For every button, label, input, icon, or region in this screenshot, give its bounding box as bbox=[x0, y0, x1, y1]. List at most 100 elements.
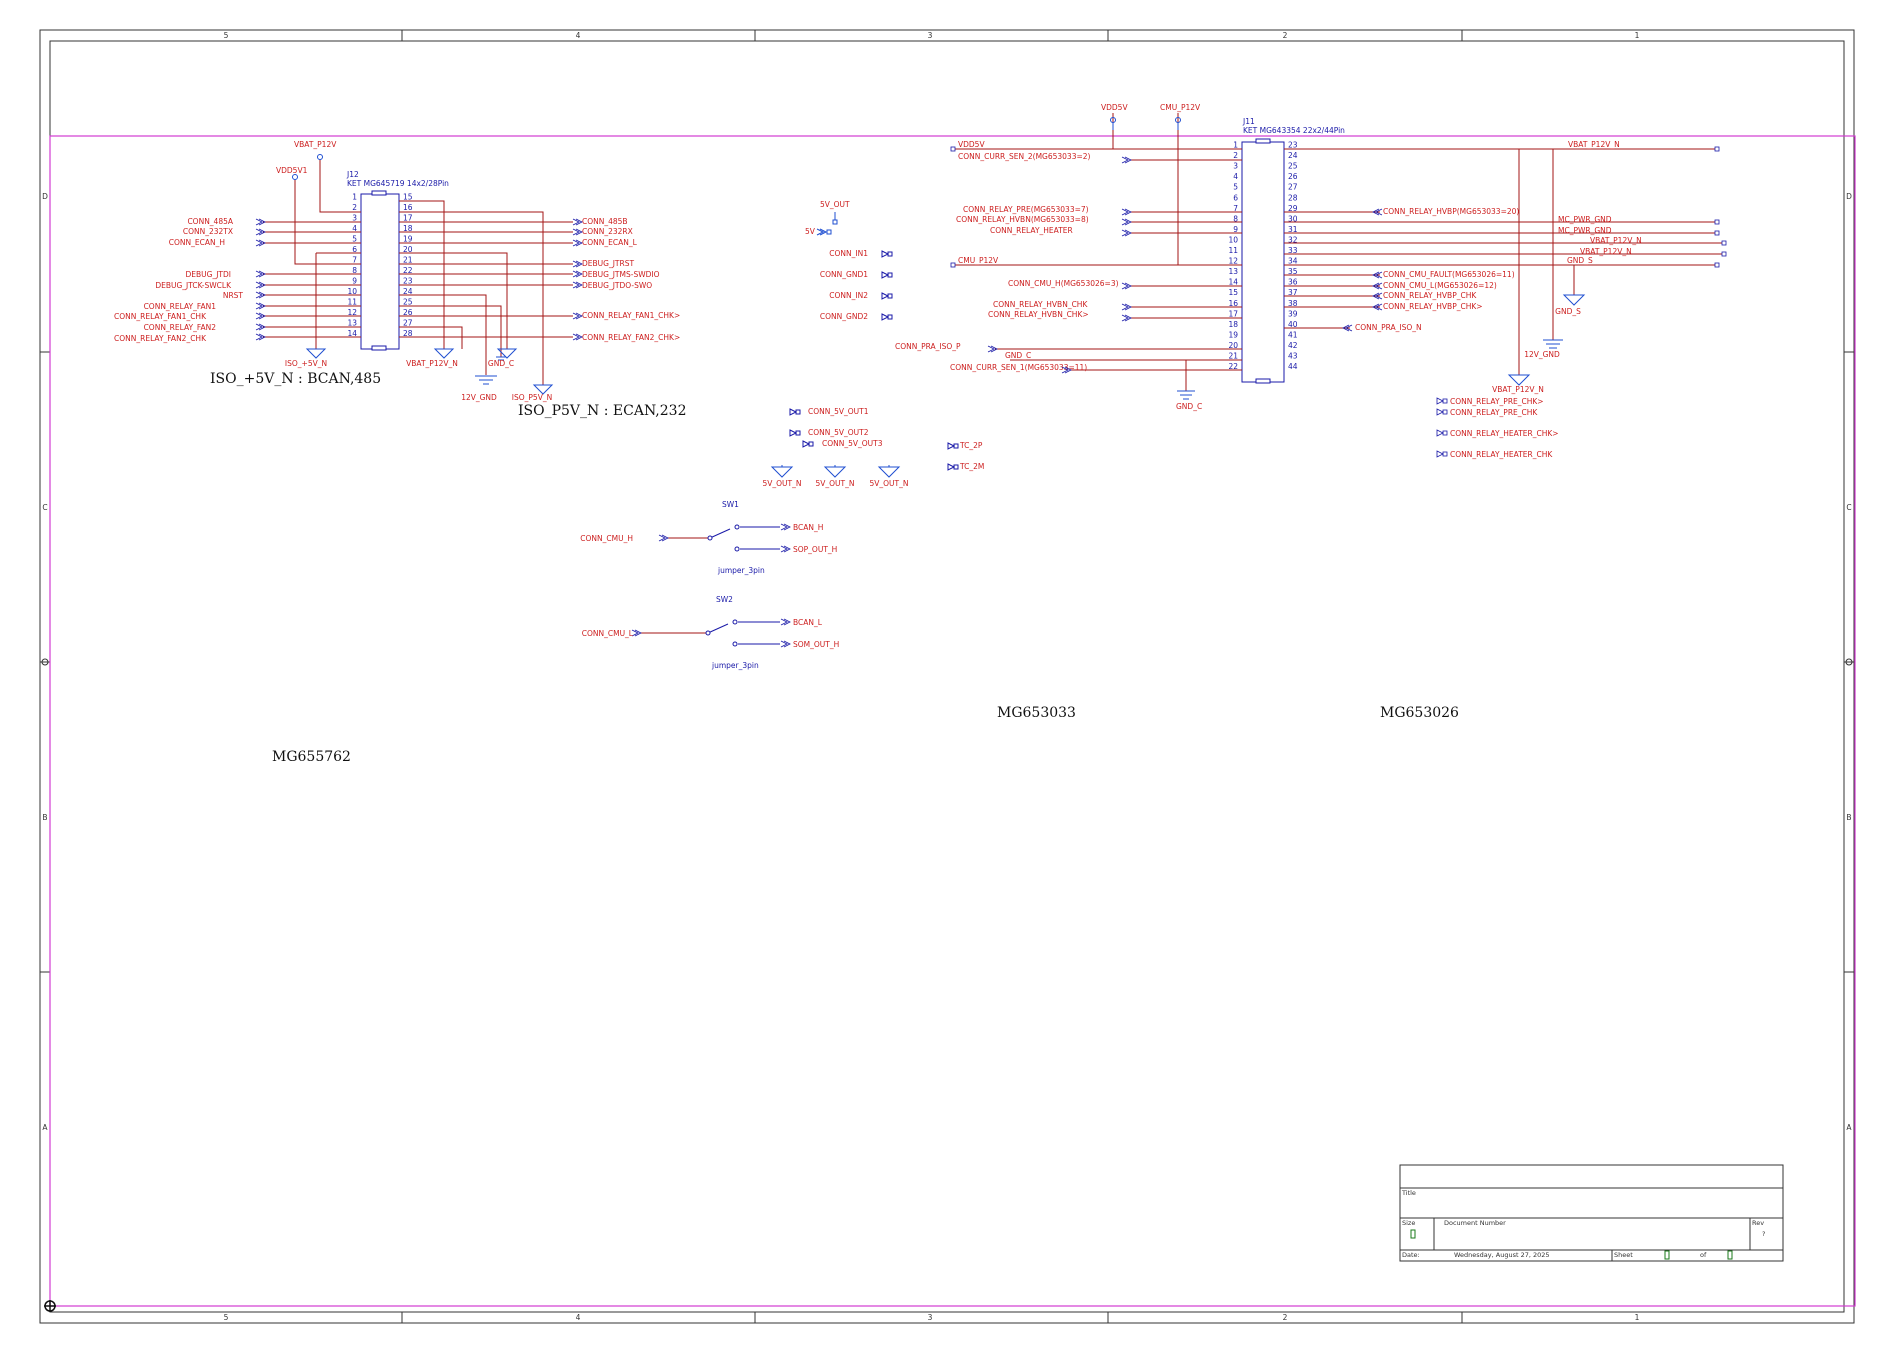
pin-number: 37 bbox=[1288, 288, 1298, 297]
pin-number: 14 bbox=[1228, 278, 1238, 287]
net-label: VBAT_P12V_N bbox=[1568, 140, 1620, 149]
pin-number: 2 bbox=[1233, 151, 1238, 160]
pin-number: 18 bbox=[1228, 320, 1238, 329]
tc-label: TC_2P bbox=[959, 441, 983, 450]
sw1-switch[interactable]: SW1 CONN_CMU_H BCAN_H SOP_OUT_H jumper_3… bbox=[580, 500, 837, 575]
pin-number: 15 bbox=[403, 193, 413, 202]
pin-number: 8 bbox=[352, 266, 357, 275]
net-label: CONN_ECAN_L bbox=[582, 238, 638, 247]
net-label: CONN_PRA_ISO_P bbox=[895, 342, 961, 351]
pin-number: 11 bbox=[347, 298, 357, 307]
pin-number: 42 bbox=[1288, 341, 1298, 350]
pin-number: 4 bbox=[1233, 172, 1238, 181]
net-label: CONN_485A bbox=[187, 217, 233, 226]
col-label: 2 bbox=[1283, 1313, 1288, 1322]
j11-left-ports bbox=[950, 146, 1132, 374]
row-label: B bbox=[42, 813, 47, 822]
col-label: 4 bbox=[576, 31, 581, 40]
j12-pins: 1234567891011121314151617181920212223242… bbox=[347, 193, 412, 339]
center-out-ports bbox=[789, 408, 814, 448]
net-label: CMU_P12V bbox=[958, 256, 999, 265]
pin-number: 7 bbox=[1233, 204, 1238, 213]
pin-number: 28 bbox=[1288, 193, 1298, 202]
col-label: 4 bbox=[576, 1313, 581, 1322]
pin-number: 25 bbox=[403, 298, 413, 307]
net-label: GND_C bbox=[1005, 351, 1031, 360]
net-label: CONN_PRA_ISO_N bbox=[1355, 323, 1422, 332]
pin-number: 13 bbox=[1228, 267, 1238, 276]
row-label: D bbox=[42, 192, 48, 201]
sw2-ref: SW2 bbox=[716, 595, 733, 604]
sw2-switch[interactable]: SW2 CONN_CMU_L BCAN_L SOM_OUT_H jumper_3… bbox=[582, 595, 840, 670]
net-label: CONN_RELAY_FAN2 bbox=[144, 323, 217, 332]
pin-number: 24 bbox=[403, 287, 413, 296]
pin-number: 32 bbox=[1288, 235, 1298, 244]
net-label: DEBUG_JTDO-SWO bbox=[582, 281, 652, 290]
net-label: CONN_ECAN_H bbox=[169, 238, 225, 247]
pin-number: 38 bbox=[1288, 299, 1298, 308]
pin-number: 22 bbox=[403, 266, 413, 275]
net-label: GND_S bbox=[1567, 256, 1593, 265]
col-label: 1 bbox=[1635, 1313, 1640, 1322]
row-label: D bbox=[1846, 192, 1852, 201]
vdd5v1-label: VDD5V1 bbox=[276, 166, 308, 175]
j11-pins: 1234567891011121314151617181920212223242… bbox=[1228, 141, 1297, 372]
date-value: Wednesday, August 27, 2025 bbox=[1454, 1251, 1550, 1259]
net-label: VBAT_P12V_N bbox=[1590, 236, 1642, 245]
pin-number: 21 bbox=[403, 256, 413, 265]
ground-label: GND_S bbox=[1555, 307, 1581, 316]
j11-wires bbox=[955, 113, 1722, 391]
ground-label: GND_C bbox=[488, 359, 514, 368]
sw1-value: jumper_3pin bbox=[717, 566, 765, 575]
j11-power bbox=[1110, 117, 1181, 130]
pin-number: 12 bbox=[1228, 257, 1238, 266]
j11-right-ports bbox=[1342, 146, 1727, 332]
pin-number: 10 bbox=[347, 287, 357, 296]
net-label: CONN_RELAY_HVBN_CHK> bbox=[988, 310, 1089, 319]
pin-number: 5 bbox=[352, 235, 357, 244]
j11-connector[interactable]: J11 KET MG643354 22x2/44Pin 123456789101… bbox=[1228, 117, 1345, 384]
j12-connector[interactable]: J12 KET MG645719 14x2/28Pin 123456789101… bbox=[346, 170, 449, 351]
5v-label: 5V bbox=[805, 227, 816, 236]
ground-label: 5V_OUT_N bbox=[763, 479, 802, 488]
pin-number: 34 bbox=[1288, 257, 1298, 266]
ground-label: 12V_GND bbox=[461, 393, 497, 402]
tc-label: TC_2M bbox=[959, 462, 984, 471]
pin-number: 17 bbox=[403, 214, 413, 223]
sw1-in-label: CONN_CMU_H bbox=[580, 534, 633, 543]
net-label: DEBUG_JTMS-SWDIO bbox=[582, 270, 660, 279]
conn-label: CONN_IN1 bbox=[829, 249, 868, 258]
tc-ports bbox=[947, 442, 959, 471]
ground-label: VBAT_P12V_N bbox=[406, 359, 458, 368]
pin-number: 23 bbox=[403, 277, 413, 286]
net-label: DEBUG_JTRST bbox=[582, 259, 634, 268]
net-label: CONN_RELAY_PRE_CHK bbox=[1450, 408, 1538, 417]
pin-number: 36 bbox=[1288, 278, 1298, 287]
j11-gndc bbox=[1177, 390, 1195, 400]
pin-number: 15 bbox=[1228, 288, 1238, 297]
pin-number: 9 bbox=[1233, 225, 1238, 234]
pin-number: 31 bbox=[1288, 225, 1298, 234]
pin-number: 26 bbox=[1288, 172, 1298, 181]
pin-number: 30 bbox=[1288, 214, 1298, 223]
net-label: CONN_CMU_H(MG653026=3) bbox=[1008, 279, 1119, 288]
origin-marker bbox=[44, 1300, 56, 1312]
pin-number: 20 bbox=[403, 245, 413, 254]
pin-number: 25 bbox=[1288, 162, 1298, 171]
sw1-ref: SW1 bbox=[722, 500, 739, 509]
j12-part: KET MG645719 14x2/28Pin bbox=[347, 179, 449, 188]
pin-number: 6 bbox=[1233, 193, 1238, 202]
ground-label: 5V_OUT_N bbox=[816, 479, 855, 488]
net-label: CONN_RELAY_PRE_CHK> bbox=[1450, 397, 1544, 406]
j11-ref: J11 bbox=[1242, 117, 1255, 126]
pin-number: 8 bbox=[1233, 214, 1238, 223]
sheet-label: Sheet bbox=[1614, 1251, 1633, 1259]
sw1-out1-label: BCAN_H bbox=[793, 523, 823, 532]
pin-number: 29 bbox=[1288, 204, 1298, 213]
pin-number: 43 bbox=[1288, 352, 1298, 361]
selection-boundary[interactable] bbox=[49, 135, 1856, 1307]
pin-number: 1 bbox=[352, 193, 357, 202]
module-label-mg653033: MG653033 bbox=[997, 705, 1076, 721]
net-label: CONN_RELAY_HEATER_CHK> bbox=[1450, 429, 1559, 438]
center-conn-pins bbox=[881, 250, 893, 321]
